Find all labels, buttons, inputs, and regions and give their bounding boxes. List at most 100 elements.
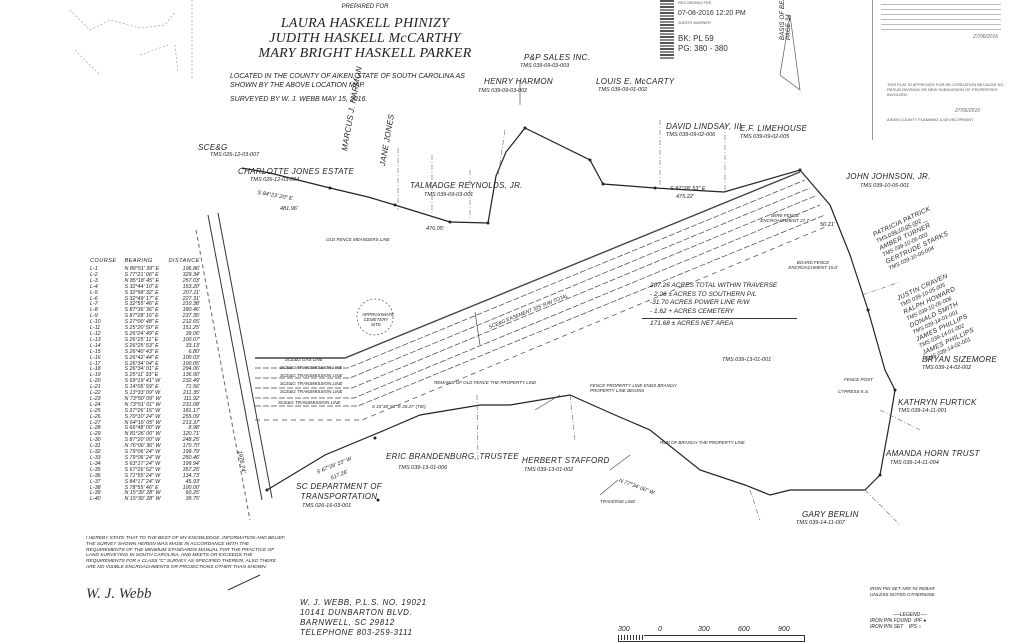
course-bearing: S 63°17' 24" W <box>124 460 161 467</box>
surveyor-address-1: 10141 DUNBARTON BLVD. <box>300 608 413 617</box>
course-dist: 45.93' <box>185 478 200 485</box>
run-of-branch-label: RUN OF BRANCH THE PROPERTY LINE <box>660 440 745 445</box>
net-acreage: 171.68 ± ACRES NET AREA <box>650 320 734 327</box>
course-course: L-33 <box>90 455 101 461</box>
course-course: L-27 <box>90 419 101 426</box>
course-course: L-20 <box>90 378 101 385</box>
surveyor-block: W. J. WEBB, P.L.S. NO. 19021 10141 DUNBA… <box>300 598 427 638</box>
course-course: L-31 <box>90 443 101 450</box>
approval-date-1: 27/06/2016 <box>973 34 999 40</box>
course-dist: 248.25' <box>182 437 200 444</box>
course-dist: 237.35' <box>182 313 200 320</box>
barcode-icon <box>660 0 674 60</box>
recording-datetime: 07-08-2016 12:20 PM <box>678 10 746 17</box>
course-bearing: S 32°49' 17" E <box>124 295 159 302</box>
course-course: L-32 <box>90 449 101 456</box>
adjoiner-tms: TMS 039-14-02-002 <box>922 365 972 371</box>
cypress-label: CYPRESS K.S. <box>838 389 870 394</box>
course-bearing: S 27°26' 15" W <box>124 407 161 414</box>
recording-fee-label: RECORDING FEE <box>678 0 712 5</box>
course-course: L-15 <box>90 348 101 355</box>
adjoiner-name: E.F. LIMEHOUSE <box>740 124 808 133</box>
course-dist: 213.37' <box>182 419 200 426</box>
course-bearing: S 69°19' 41" W <box>124 378 161 385</box>
course-dist: 180.46' <box>182 307 200 314</box>
course-course: L-37 <box>90 478 101 485</box>
course-bearing: S 26°42' 44" E <box>124 354 159 361</box>
adjoiner-name: JOHN JOHNSON, JR. <box>846 172 931 181</box>
course-bearing: S 79°06' 24" W <box>124 455 161 461</box>
course-bearing: N 81°26' 00" W <box>124 431 161 438</box>
course-bearing: S 13°33' 09" W <box>124 390 161 397</box>
col-course: COURSE <box>90 258 117 264</box>
legend-item: IRON PIN FOUND IPF ● <box>870 618 927 624</box>
adjoiner-name: LOUIS E. McCARTY <box>596 77 675 86</box>
course-bearing: S 70°10' 24" W <box>124 413 161 420</box>
course-course: L-4 <box>90 283 98 290</box>
adjoiner-tms: TMS 039-09-03-003 <box>520 63 570 69</box>
course-course: L-1 <box>90 266 98 272</box>
course-bearing: S 14°05' 59" E <box>124 384 159 391</box>
course-bearing: S 25°20' 50" E <box>124 325 159 332</box>
course-bearing: S 26°34' 04" E <box>124 360 159 367</box>
course-dist: 6.80' <box>188 348 200 355</box>
client-name: MARY BRIGHT HASKELL PARKER <box>258 46 472 61</box>
client-name: LAURA HASKELL PHINIZY <box>280 16 450 31</box>
title-block: PREPARED FOR LAURA HASKELL PHINIZY JUDIT… <box>235 0 495 61</box>
course-bearing: S 27°00' 48" E <box>124 319 159 326</box>
course-dist: 8.98' <box>188 425 200 432</box>
course-dist: 199.94' <box>182 460 200 467</box>
course-course: L-21 <box>90 384 101 391</box>
adjoiner-tms: TMS 039-13-01-002 <box>524 467 574 473</box>
course-dist: 100.00' <box>182 484 200 491</box>
course-bearing: S 32°44' 10" E <box>124 283 159 290</box>
course-course: L-9 <box>90 313 98 320</box>
location-note: LOCATED IN THE COUNTY OF AIKEN, STATE OF… <box>230 73 465 89</box>
acreage-summary: 207.26 ACRES TOTAL WITHIN TRAVERSE - 2.2… <box>642 282 797 329</box>
adjoiner-tms: TMS 039-09-02-006 <box>666 132 716 138</box>
course-dist: 100.05' <box>182 360 200 367</box>
recording-stamp: RECORDING FEE 07-08-2016 12:20 PM JUDITH… <box>660 0 770 62</box>
col-distance: DISTANCE <box>168 258 200 264</box>
course-bearing: S 87°20' 00" W <box>124 437 161 444</box>
surveyor-signature: W. J. Webb <box>86 586 152 602</box>
course-bearing: S 26°34' 01" E <box>124 366 159 373</box>
acreage-line: - 2.26 ± ACRES TO SOUTHERN P/L <box>650 290 757 298</box>
traverse-line-label: TRAVERSE LINE <box>600 499 636 504</box>
course-bearing: S 71°55' 24" W <box>124 472 161 479</box>
course-bearing: S 77°21' 06" E <box>124 271 159 278</box>
course-course: L-18 <box>90 366 101 373</box>
legend-item: IRON PIN SET IPS ○ <box>870 624 922 630</box>
surveyor-address-2: BARNWELL, SC 29812 <box>300 618 395 627</box>
adjoiner-tms: TMS 039-14-11-004 <box>890 460 939 466</box>
course-bearing: N 15°30' 28" W <box>124 490 161 497</box>
cemetery-label: APPROXIMATE CEMETERY SITE <box>362 312 395 327</box>
adjoiner-name: HENRY HARMON <box>484 77 553 86</box>
course-course: L-23 <box>90 395 101 402</box>
book-page: BK: PL 59 PG: 380 - 380 <box>678 34 728 54</box>
prepared-for-label: PREPARED FOR <box>341 4 389 10</box>
course-bearing: N 76°06' 36" W <box>124 443 161 450</box>
adjoiner-name: AMANDA HORN TRUST <box>886 449 980 458</box>
course-dist: 212.65' <box>182 319 200 326</box>
course-course: L-2 <box>90 271 98 278</box>
